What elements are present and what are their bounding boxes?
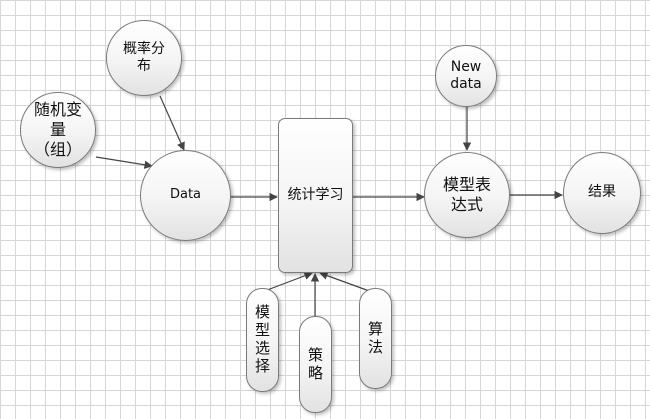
node-strategy: 策略: [299, 316, 332, 413]
node-model-expression: 模型表 达式: [424, 152, 510, 238]
node-data-label: Data: [169, 187, 202, 203]
edge-randvar-to-data: [95, 156, 153, 169]
node-probability-distribution-label: 概率分 布: [123, 40, 165, 75]
edge-algorithm-to-learning: [319, 271, 373, 293]
node-new-data: New data: [435, 45, 497, 107]
node-new-data-label: New data: [450, 58, 482, 93]
node-algorithm: 算法: [359, 288, 392, 389]
node-strategy-label: 策略: [306, 346, 324, 383]
node-probability-distribution: 概率分 布: [106, 20, 182, 96]
node-model-expression-label: 模型表 达式: [442, 175, 491, 214]
node-result-label: 结果: [588, 184, 616, 201]
node-algorithm-label: 算法: [366, 320, 384, 357]
node-model-selection: 模型选择: [246, 288, 279, 392]
node-statistical-learning: 统计学习: [278, 118, 353, 273]
node-random-variables: 随机变 量 （组）: [20, 92, 96, 168]
node-result: 结果: [563, 152, 641, 234]
node-data: Data: [140, 150, 231, 241]
node-model-selection-label: 模型选择: [253, 304, 271, 376]
node-random-variables-label: 随机变 量 （组）: [33, 100, 82, 159]
node-statistical-learning-label: 统计学习: [287, 186, 344, 203]
edge-distribution-to-data: [159, 95, 185, 151]
